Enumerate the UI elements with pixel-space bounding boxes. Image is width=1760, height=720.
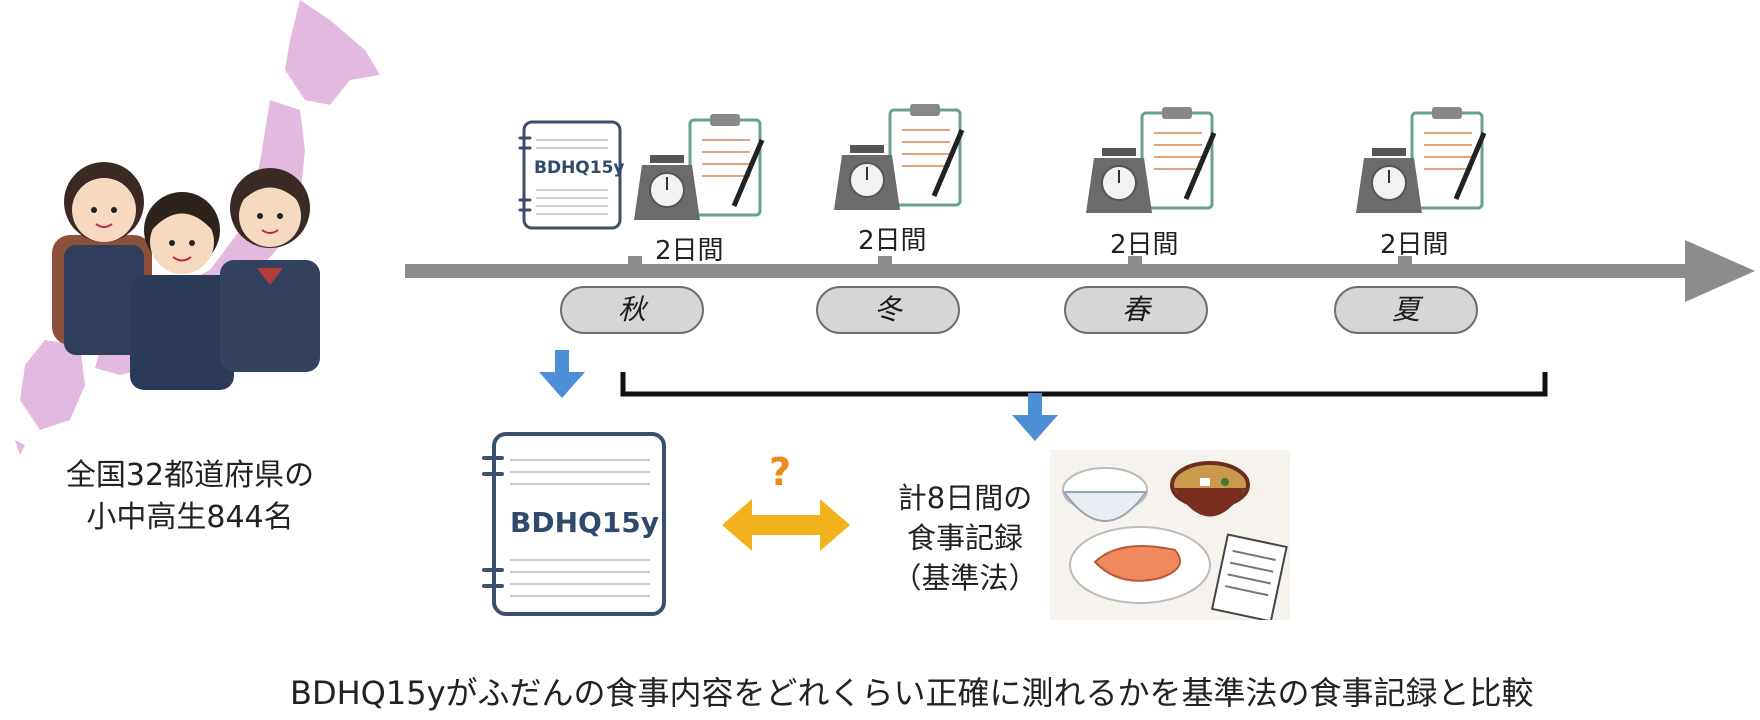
scale-clipboard-icon: [634, 114, 765, 220]
down-arrow-icon: [539, 350, 585, 398]
booklet-icon: [482, 432, 666, 616]
booklet-small-label: BDHQ15y: [534, 158, 625, 178]
season-days-spring: 2日間: [1110, 230, 1179, 260]
comparison-caption: BDHQ15yがふだんの食事内容をどれくらい正確に測れるかを基準法の食事記録と比…: [290, 674, 1534, 712]
scale-clipboard-icon: [1086, 107, 1217, 213]
participants-caption-line1: 全国32都道府県の: [65, 458, 315, 493]
question-mark: ?: [768, 450, 792, 494]
scale-clipboard-icon: [1356, 107, 1487, 213]
dietary-record-caption: 計8日間の 食事記録 （基準法）: [865, 478, 1065, 598]
scale-clipboard-icon: [834, 104, 965, 210]
participants-caption: 全国32都道府県の 小中高生844名: [20, 455, 360, 539]
season-days-autumn: 2日間: [655, 236, 724, 266]
season-winter: 冬: [816, 286, 960, 334]
dietary-record-line3: （基準法）: [892, 561, 1038, 595]
season-summer: 夏: [1334, 286, 1478, 334]
students-illustration: [52, 162, 320, 390]
meal-illustration: [1050, 450, 1290, 620]
double-arrow-icon: [722, 499, 850, 551]
booklet-large-label: BDHQ15y: [510, 506, 660, 539]
participants-caption-line2: 小中高生844名: [86, 500, 294, 535]
bdhq-booklet-small: BDHQ15y: [518, 120, 625, 232]
season-days-summer: 2日間: [1380, 230, 1449, 260]
down-arrow-icon: [1012, 393, 1058, 441]
dietary-record-line1: 計8日間の: [897, 481, 1033, 515]
booklet-icon: [518, 120, 622, 230]
bdhq-booklet-large: BDHQ15y: [480, 430, 670, 620]
season-autumn: 秋: [560, 286, 704, 334]
season-spring: 春: [1064, 286, 1208, 334]
dietary-record-line2: 食事記録: [906, 521, 1023, 555]
timeline-arrow: [405, 240, 1755, 302]
period-bracket: [620, 372, 1548, 397]
season-days-winter: 2日間: [858, 226, 927, 256]
